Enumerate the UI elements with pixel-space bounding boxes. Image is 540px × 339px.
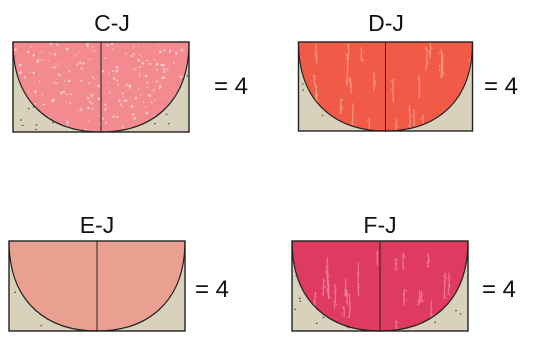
quilt-block-e-j [8,240,186,332]
block-label: E-J [79,212,115,238]
quilt-block-f-j [291,240,469,332]
petal-left [298,42,386,131]
block-border [291,240,469,332]
petal-left-outline [297,41,386,132]
petal-left-outline [291,240,381,332]
block-border [12,41,190,133]
petal-right-outline [385,41,474,132]
quantity-text: = 4 [484,73,519,100]
petal-left [9,241,97,331]
block-border [8,240,186,332]
quantity-text: = 4 [214,73,249,100]
petal-left-outline [12,41,102,133]
quantity-text: = 4 [195,276,230,303]
petal-right-outline [379,240,469,332]
quantity-text: = 4 [482,276,517,303]
petal-right-outline [96,240,186,332]
petal-left-outline [8,240,98,332]
petal-right [380,241,468,331]
block-label: F-J [363,212,397,238]
quilt-block-c-j [12,41,190,133]
petal-right [385,42,473,131]
quilt-block-d-j [297,41,474,132]
petal-right [101,42,189,132]
block-label: C-J [94,10,130,36]
block-border [297,41,474,132]
petal-right-outline [100,41,190,133]
block-label: D-J [368,10,404,36]
petal-right [97,241,185,331]
petal-left [13,42,101,132]
